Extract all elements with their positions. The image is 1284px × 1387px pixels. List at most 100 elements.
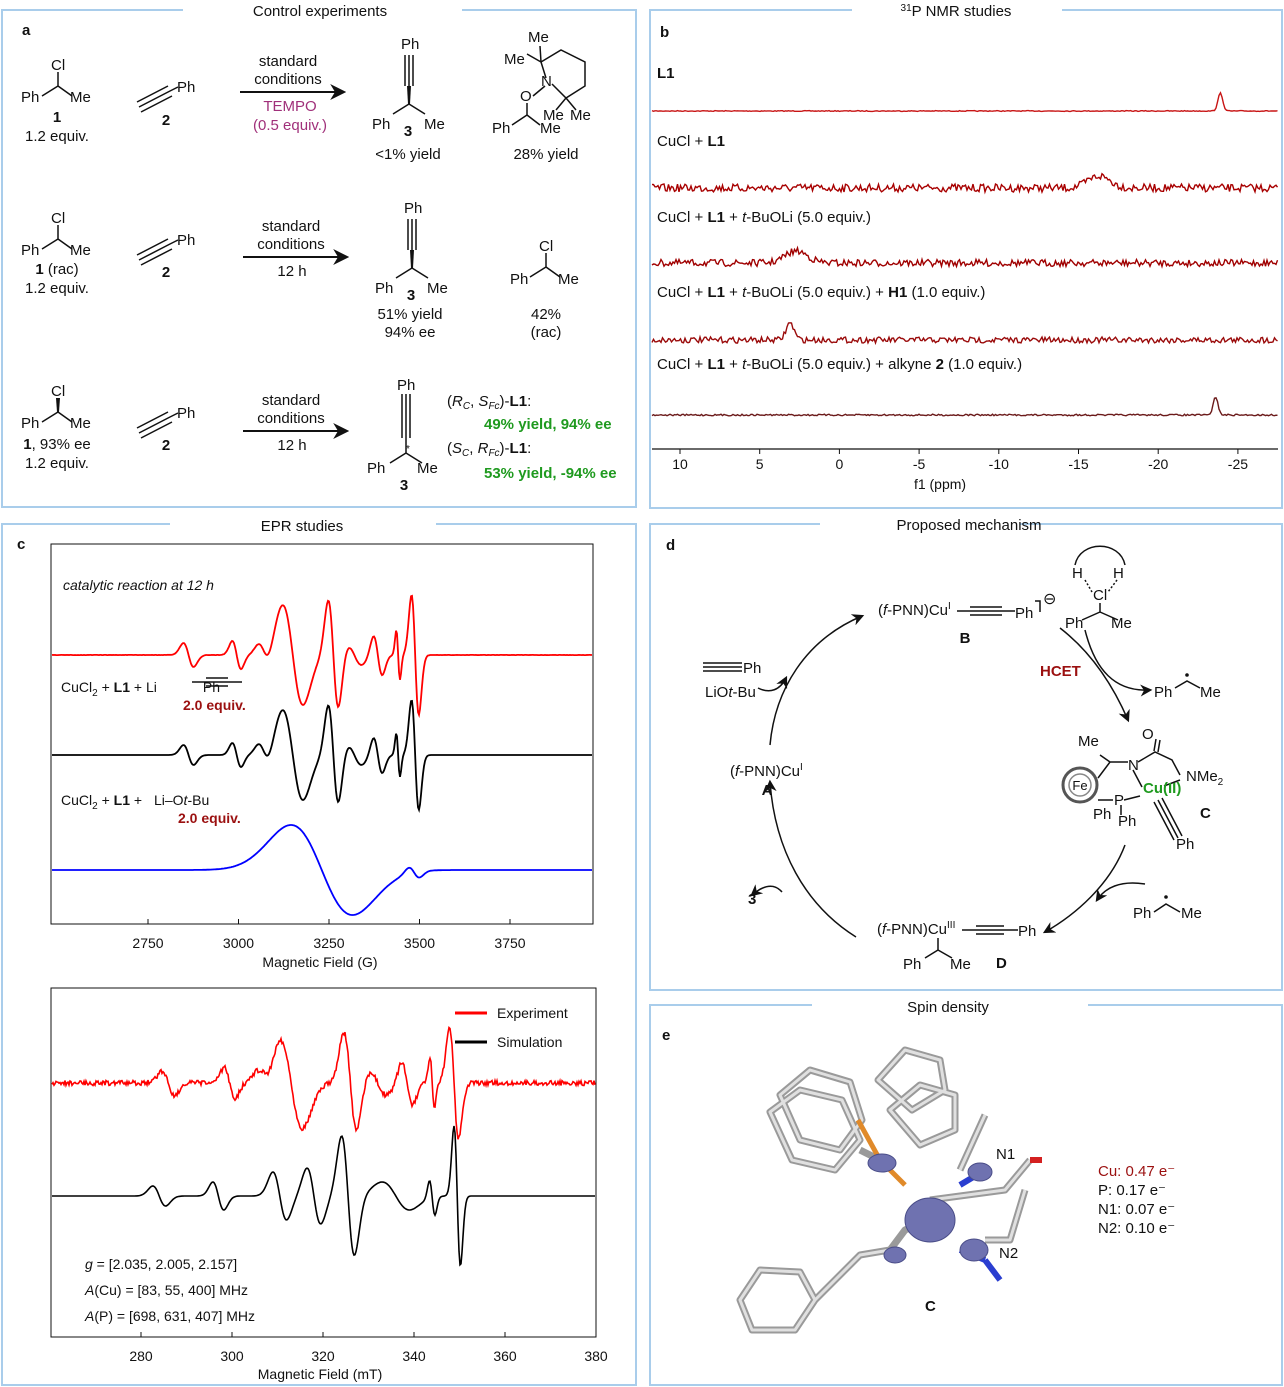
intermediate-id: A [762,782,773,799]
text: f [882,921,888,938]
atom-label: Ph [1133,905,1151,922]
tick-label: -10 [989,456,1009,472]
stereocenter-mark: * [406,444,410,455]
atom-label: Cl [51,383,65,400]
ligand-id: L1 [114,679,131,695]
spin-value: N2: 0.10 e⁻ [1098,1220,1175,1237]
atom-label: H [1113,565,1124,582]
compound-id: 1 [53,109,61,126]
text: -BuOLi (5.0 equiv.) + [746,284,888,301]
compound-id: 1, 93% ee [23,436,91,453]
subscript: 2 [1218,777,1224,788]
panel-a-control-experiments: Control experiments a Cl Ph Me 1 1.2 equ… [1,3,637,508]
ligand-label: (RC, SFc)-L1: [447,393,531,412]
nmr-traces [651,91,1279,417]
panel-title: Spin density [907,999,989,1016]
product-release-arrow [750,884,783,897]
compound-note: , 93% ee [32,436,91,453]
hydrogen-bond-dashes [1084,579,1118,593]
atom-label: Me [70,89,91,106]
atom-label: Ph [1176,836,1194,853]
radical-entry-arrow [1095,882,1146,902]
molecule-rendering [736,1046,1042,1334]
ligand-label: (SC, RFc)-L1: [447,440,531,459]
compound-number: 1 [35,261,43,278]
symbol: g [85,1256,93,1272]
atom-label: Ph [177,232,195,249]
atom-label: N1 [996,1146,1015,1163]
atom-label: Cl [539,238,553,255]
spin-value: P: 0.17 e⁻ [1098,1182,1166,1199]
panel-c-epr: EPR studies c catalytic reaction at 12 h… [1,518,637,1386]
subscript: Fc [488,401,499,412]
equiv-label: 1.2 equiv. [25,280,89,297]
result-text: <1% yield [375,146,440,163]
radical-bonds [1174,680,1201,689]
intermediate-id: B [960,630,971,647]
panel-d-mechanism: Proposed mechanism d (f-PNN)CuI Ph ⊖ B H… [649,517,1283,991]
ligand-id: L1 [114,792,131,808]
ligand-id: L1 [510,440,528,457]
text: -Bu [733,684,756,701]
atom-label: Ph [372,116,390,133]
tick-label: 10 [672,456,688,472]
atom-label: Me [950,956,971,973]
alkyne-bonds [136,411,179,439]
text: )- [500,440,510,457]
charge-symbol: ⊖ [1043,591,1056,608]
nmr-trace [651,396,1278,417]
atom-label: Me [70,242,91,259]
intermediate-id: C [1200,805,1211,822]
text: : [527,440,531,457]
text: H1 [888,284,907,301]
text: L1 [707,284,725,301]
tick-label: -5 [913,456,926,472]
compound-number: 2 [162,437,170,454]
text: L1 [657,65,675,82]
text: CuCl + [657,284,707,301]
ligand-id: L1 [510,393,528,410]
alkyne-bond [192,677,242,687]
n1-spin-lobe [967,1162,993,1182]
epr-trace [51,1026,596,1140]
text: = [83, 55, 400] MHz [122,1282,248,1298]
trace-label: CuCl + L1 + t-BuOLi (5.0 equiv.) [657,209,871,226]
text: (Cu) [94,1282,121,1298]
param-g: g = [2.035, 2.005, 2.157] [85,1256,237,1272]
panel-frame [1,9,637,508]
intermediate-id: D [996,955,1007,972]
tick-label: 3500 [404,935,435,951]
atom-label: Ph [375,280,393,297]
text: -PNN)Cu [886,921,947,938]
atom-label: Cl [51,210,65,227]
oxidation-state: I [800,762,803,773]
molecule-bond-highlights [738,1048,1032,1332]
condition-text: TEMPO [263,98,316,115]
atom-label: Ph [177,405,195,422]
atom-label: Ph [1015,605,1033,622]
param-a-cu: A(Cu) = [83, 55, 400] MHz [84,1282,248,1298]
text: = [2.035, 2.005, 2.157] [93,1256,237,1272]
tick-label: 0 [836,456,844,472]
atom-label: NMe2 [1186,768,1224,788]
alkyne-spin-lobe [883,1246,907,1264]
ferrocene-ring [1061,766,1099,804]
substrate-bonds [41,225,73,250]
trace-label: L1 [657,65,675,82]
spin-value: N1: 0.07 e⁻ [1098,1201,1175,1218]
cycle-arrow-a-to-b [769,614,865,746]
trace-label-3: CuCl2 + L1 + Li–Ot-Bu [61,792,209,812]
x-axis-label: f1 (ppm) [914,476,966,492]
atom-label: Me [570,107,591,124]
text: + [98,679,114,695]
atom-label: Me [1078,733,1099,750]
compound-number: 3 [407,287,415,304]
atom-label: O [1142,726,1154,743]
atom-label: Ph [1018,923,1036,940]
atom-label: Me [540,120,561,137]
atom-label: Ph [903,956,921,973]
text: (P) [94,1308,113,1324]
result-text: 51% yield [377,306,442,323]
hcet-label: HCET [1040,663,1081,680]
